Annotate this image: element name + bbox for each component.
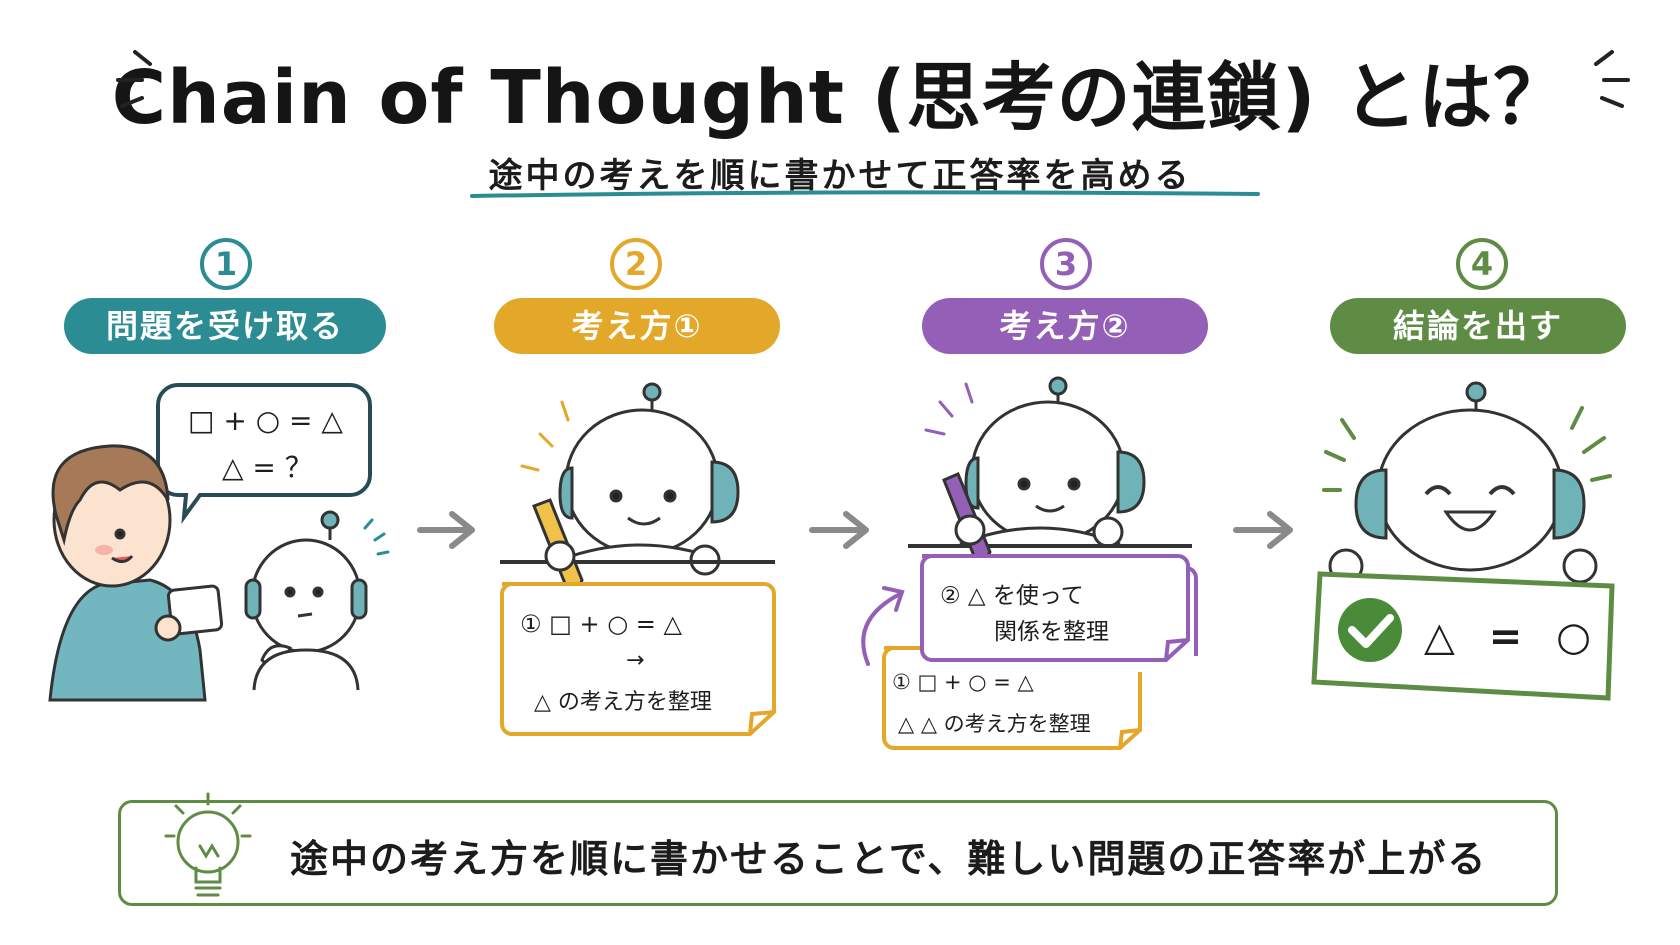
step-1-label: 問題を受け取る bbox=[64, 298, 386, 354]
step-2-number: 2 bbox=[610, 238, 662, 290]
sparkle-lines-icon bbox=[520, 400, 570, 472]
summary-text: 途中の考え方を順に書かせることで、難しい問題の正答率が上がる bbox=[290, 837, 1488, 881]
note2-line-3: △ の考え方を整理 bbox=[534, 690, 712, 715]
bubble-question: △ = ？ bbox=[222, 451, 313, 484]
step-1-number: 1 bbox=[200, 238, 252, 290]
note3-back-line-1: ① □ + ○ = △ bbox=[892, 670, 1034, 694]
step-3-label: 考え方② bbox=[922, 298, 1208, 354]
note3-back-line-2: △ △ の考え方を整理 bbox=[898, 712, 1091, 736]
subtitle-underline bbox=[470, 190, 1260, 198]
note3-front-line-1: ② △ を使って bbox=[940, 583, 1084, 609]
robot-happy bbox=[1328, 381, 1598, 584]
lightbulb-icon bbox=[164, 792, 252, 897]
title-sparkle-left-icon bbox=[116, 50, 152, 108]
bubble-equation: □ + ○ = △ bbox=[188, 404, 343, 437]
boy-character bbox=[48, 444, 224, 702]
curved-arrow-icon bbox=[861, 586, 905, 666]
step-2-label: 考え方① bbox=[494, 298, 780, 354]
checkmark-icon bbox=[1338, 598, 1402, 662]
summary-box bbox=[118, 800, 1558, 906]
note2-line-1: ① □ + ○ = △ bbox=[520, 610, 682, 638]
sparkle-lines-icon bbox=[1322, 406, 1612, 492]
step-4-number: 4 bbox=[1456, 238, 1508, 290]
page-title: Chain of Thought (思考の連鎖) とは？ bbox=[111, 55, 1569, 141]
arrow-right-icon bbox=[1233, 511, 1293, 549]
arrow-right-icon bbox=[809, 511, 869, 549]
step-3-number: 3 bbox=[1040, 238, 1092, 290]
note2-line-2: → bbox=[626, 648, 645, 673]
note-card-step3-front bbox=[920, 554, 1200, 672]
sparkle-lines-icon bbox=[924, 382, 974, 436]
notice-lines-icon bbox=[363, 518, 390, 556]
pencil-icon bbox=[942, 472, 992, 565]
result-equation: △ = ○ bbox=[1424, 614, 1602, 660]
note-card-step2 bbox=[500, 582, 776, 736]
arrow-right-icon bbox=[417, 511, 475, 549]
page-subtitle: 途中の考えを順に書かせて正答率を高める bbox=[488, 156, 1192, 196]
note3-front-line-2: 関係を整理 bbox=[994, 619, 1109, 645]
speech-bubble bbox=[156, 383, 372, 525]
title-sparkle-right-icon bbox=[1594, 50, 1630, 108]
robot-writing-2 bbox=[908, 376, 1192, 548]
robot-writing-1 bbox=[500, 382, 775, 576]
step-4-label: 結論を出す bbox=[1330, 298, 1626, 354]
robot-confused bbox=[244, 510, 368, 691]
